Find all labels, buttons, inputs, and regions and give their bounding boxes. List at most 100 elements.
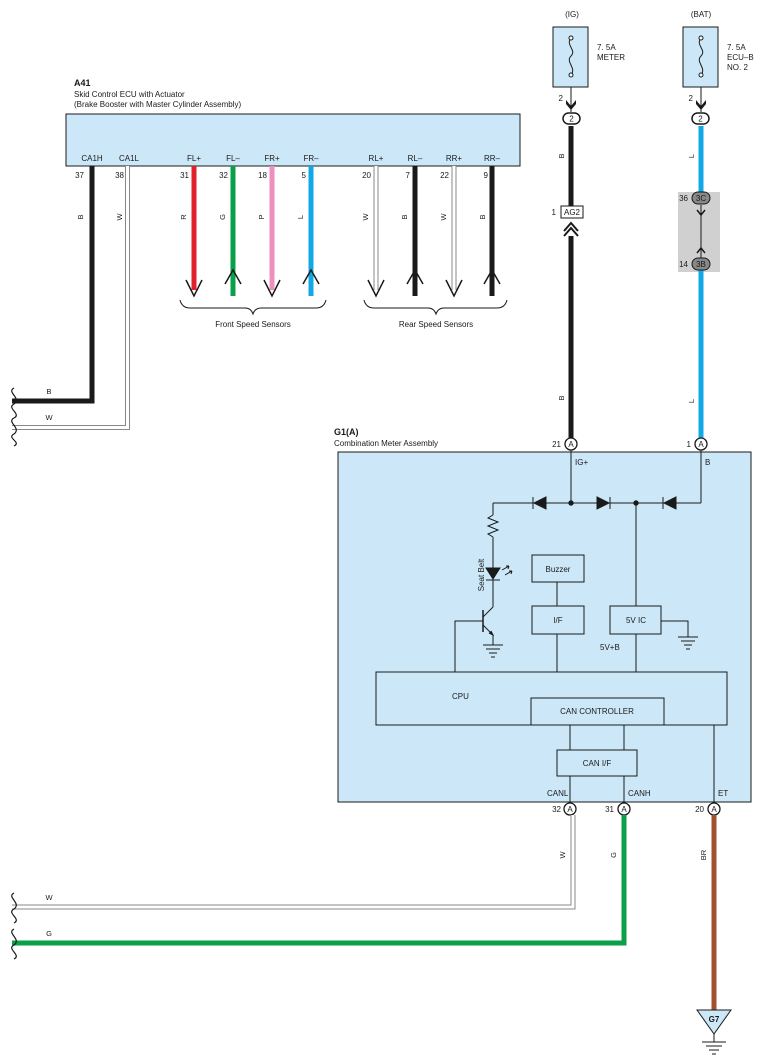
- meter-label-ig: IG+: [575, 458, 588, 467]
- et-label: ET: [718, 789, 728, 798]
- svg-text:P: P: [257, 214, 266, 219]
- svg-text:A: A: [568, 440, 574, 449]
- fuse-ig-supply: (IG): [565, 10, 579, 19]
- meter-pin-ig: A 21 IG+: [552, 437, 588, 467]
- ecu-terminal-rl-minus: RL– 7 B: [400, 154, 423, 220]
- svg-text:W: W: [361, 213, 370, 221]
- wire-break-bottom-lower: [11, 928, 17, 960]
- ig-pin-2: 2: [562, 112, 581, 125]
- ecu-terminal-fl-plus: FL+ 31 R: [179, 154, 201, 220]
- connector-ag2-label: AG2: [564, 208, 581, 217]
- speed-sensor-wires: [185, 166, 501, 298]
- bat-wire-label-lower: L: [687, 399, 696, 403]
- svg-text:RL+: RL+: [369, 154, 384, 163]
- fuse-ig: (IG) 7. 5A METER 2: [552, 10, 625, 103]
- svg-text:L: L: [296, 215, 305, 219]
- canh-label: CANH: [628, 789, 651, 798]
- ig-wire-label-lower: B: [557, 395, 566, 400]
- svg-text:RL–: RL–: [408, 154, 423, 163]
- skid-control-ecu: A41 Skid Control ECU with Actuator (Brak…: [65, 78, 521, 167]
- canh-wire-left-label: G: [46, 929, 52, 938]
- ecu-terminal-ca1h: CA1H 37 B: [75, 154, 103, 220]
- fuse-bat-pin: 2: [689, 94, 694, 103]
- front-sensors-brace: [179, 299, 327, 316]
- if-box: I/F: [531, 605, 585, 635]
- svg-text:38: 38: [115, 171, 124, 180]
- svg-text:R: R: [179, 214, 188, 220]
- svg-text:I/F: I/F: [553, 616, 562, 625]
- 5v-ic-box: 5V IC: [609, 605, 662, 635]
- svg-text:CA1H: CA1H: [81, 154, 103, 163]
- connector-3c: 3C 36: [679, 191, 711, 205]
- fuse-ig-pin: 2: [559, 94, 564, 103]
- connector-3c-pin: 36: [679, 194, 688, 203]
- svg-text:20: 20: [695, 805, 704, 814]
- ecu-terminal-rl-plus: RL+ 20 W: [361, 154, 384, 221]
- svg-text:B: B: [400, 214, 409, 219]
- ecu-terminal-rr-plus: RR+ 22 W: [439, 154, 462, 221]
- svg-text:CAN I/F: CAN I/F: [583, 759, 612, 768]
- wire-break-top: [11, 387, 17, 419]
- svg-text:31: 31: [180, 171, 189, 180]
- svg-text:21: 21: [552, 440, 561, 449]
- svg-text:31: 31: [605, 805, 614, 814]
- ground-g7: G7: [696, 1009, 732, 1055]
- ecu-subname: (Brake Booster with Master Cylinder Asse…: [74, 100, 242, 109]
- rear-sensors-label: Rear Speed Sensors: [399, 320, 473, 329]
- canh-wire-label: G: [609, 852, 618, 858]
- ecu-terminal-fr-minus: FR– 5 L: [296, 154, 319, 219]
- bat-wire-label-upper: L: [687, 154, 696, 158]
- svg-text:B: B: [478, 214, 487, 219]
- can-controller-box: CAN CONTROLLER: [530, 697, 665, 726]
- can-wire-ca1h-label: B: [46, 387, 51, 396]
- wire-break-bottom: [11, 892, 17, 924]
- svg-text:5V IC: 5V IC: [626, 616, 646, 625]
- svg-text:2: 2: [569, 115, 574, 124]
- wire-break-top-lower: [11, 417, 17, 447]
- fuse-bat-supply: (BAT): [691, 10, 712, 19]
- svg-text:FL+: FL+: [187, 154, 201, 163]
- fuse-bat-rating: 7. 5A: [727, 43, 746, 52]
- ecu-terminal-fl-minus: FL– 32 G: [218, 154, 240, 220]
- canl-wire-left-label: W: [45, 893, 53, 902]
- ecu-terminal-rr-minus: RR– 9 B: [478, 154, 501, 220]
- svg-text:W: W: [439, 213, 448, 221]
- connector-ag2-pin: 1: [552, 208, 557, 217]
- connector-3b-pin: 14: [679, 260, 688, 269]
- ecu-terminal-fr-plus: FR+ 18 P: [257, 154, 280, 220]
- svg-text:W: W: [115, 213, 124, 221]
- meter-label-b: B: [705, 458, 710, 467]
- et-wire-label: BR: [699, 849, 708, 860]
- svg-text:FL–: FL–: [226, 154, 240, 163]
- canl-label: CANL: [547, 789, 569, 798]
- canl-wire: W W: [12, 815, 576, 910]
- svg-text:A: A: [621, 805, 627, 814]
- svg-text:RR–: RR–: [484, 154, 501, 163]
- svg-text:A: A: [698, 440, 704, 449]
- ground-label: G7: [709, 1015, 720, 1024]
- canh-wire: G G: [12, 815, 627, 946]
- connector-3b-label: 3B: [696, 260, 706, 269]
- meter-code: G1(A): [334, 427, 359, 437]
- svg-text:A: A: [567, 805, 573, 814]
- 5v-b-label: 5V+B: [600, 643, 620, 652]
- svg-text:22: 22: [440, 171, 449, 180]
- svg-text:7: 7: [406, 171, 411, 180]
- can-wire-ca1h: B: [12, 166, 95, 404]
- ecu-terminal-ca1l: CA1L 38 W: [115, 154, 140, 221]
- svg-text:FR–: FR–: [303, 154, 319, 163]
- can-if-box: CAN I/F: [556, 749, 638, 777]
- svg-text:B: B: [76, 214, 85, 219]
- meter-name: Combination Meter Assembly: [334, 439, 438, 448]
- fuse-bat: (BAT) 7. 5A ECU–B NO. 2 2: [682, 10, 754, 103]
- svg-text:2: 2: [698, 115, 703, 124]
- ig-wire: B B: [557, 87, 579, 440]
- svg-text:CAN CONTROLLER: CAN CONTROLLER: [560, 707, 634, 716]
- svg-text:FR+: FR+: [264, 154, 280, 163]
- svg-text:RR+: RR+: [446, 154, 463, 163]
- fuse-bat-name2: NO. 2: [727, 63, 748, 72]
- buzzer-box: Buzzer: [531, 554, 585, 583]
- meter-pin-canh: A 31: [605, 802, 631, 816]
- svg-text:18: 18: [258, 171, 267, 180]
- svg-text:CPU: CPU: [452, 692, 469, 701]
